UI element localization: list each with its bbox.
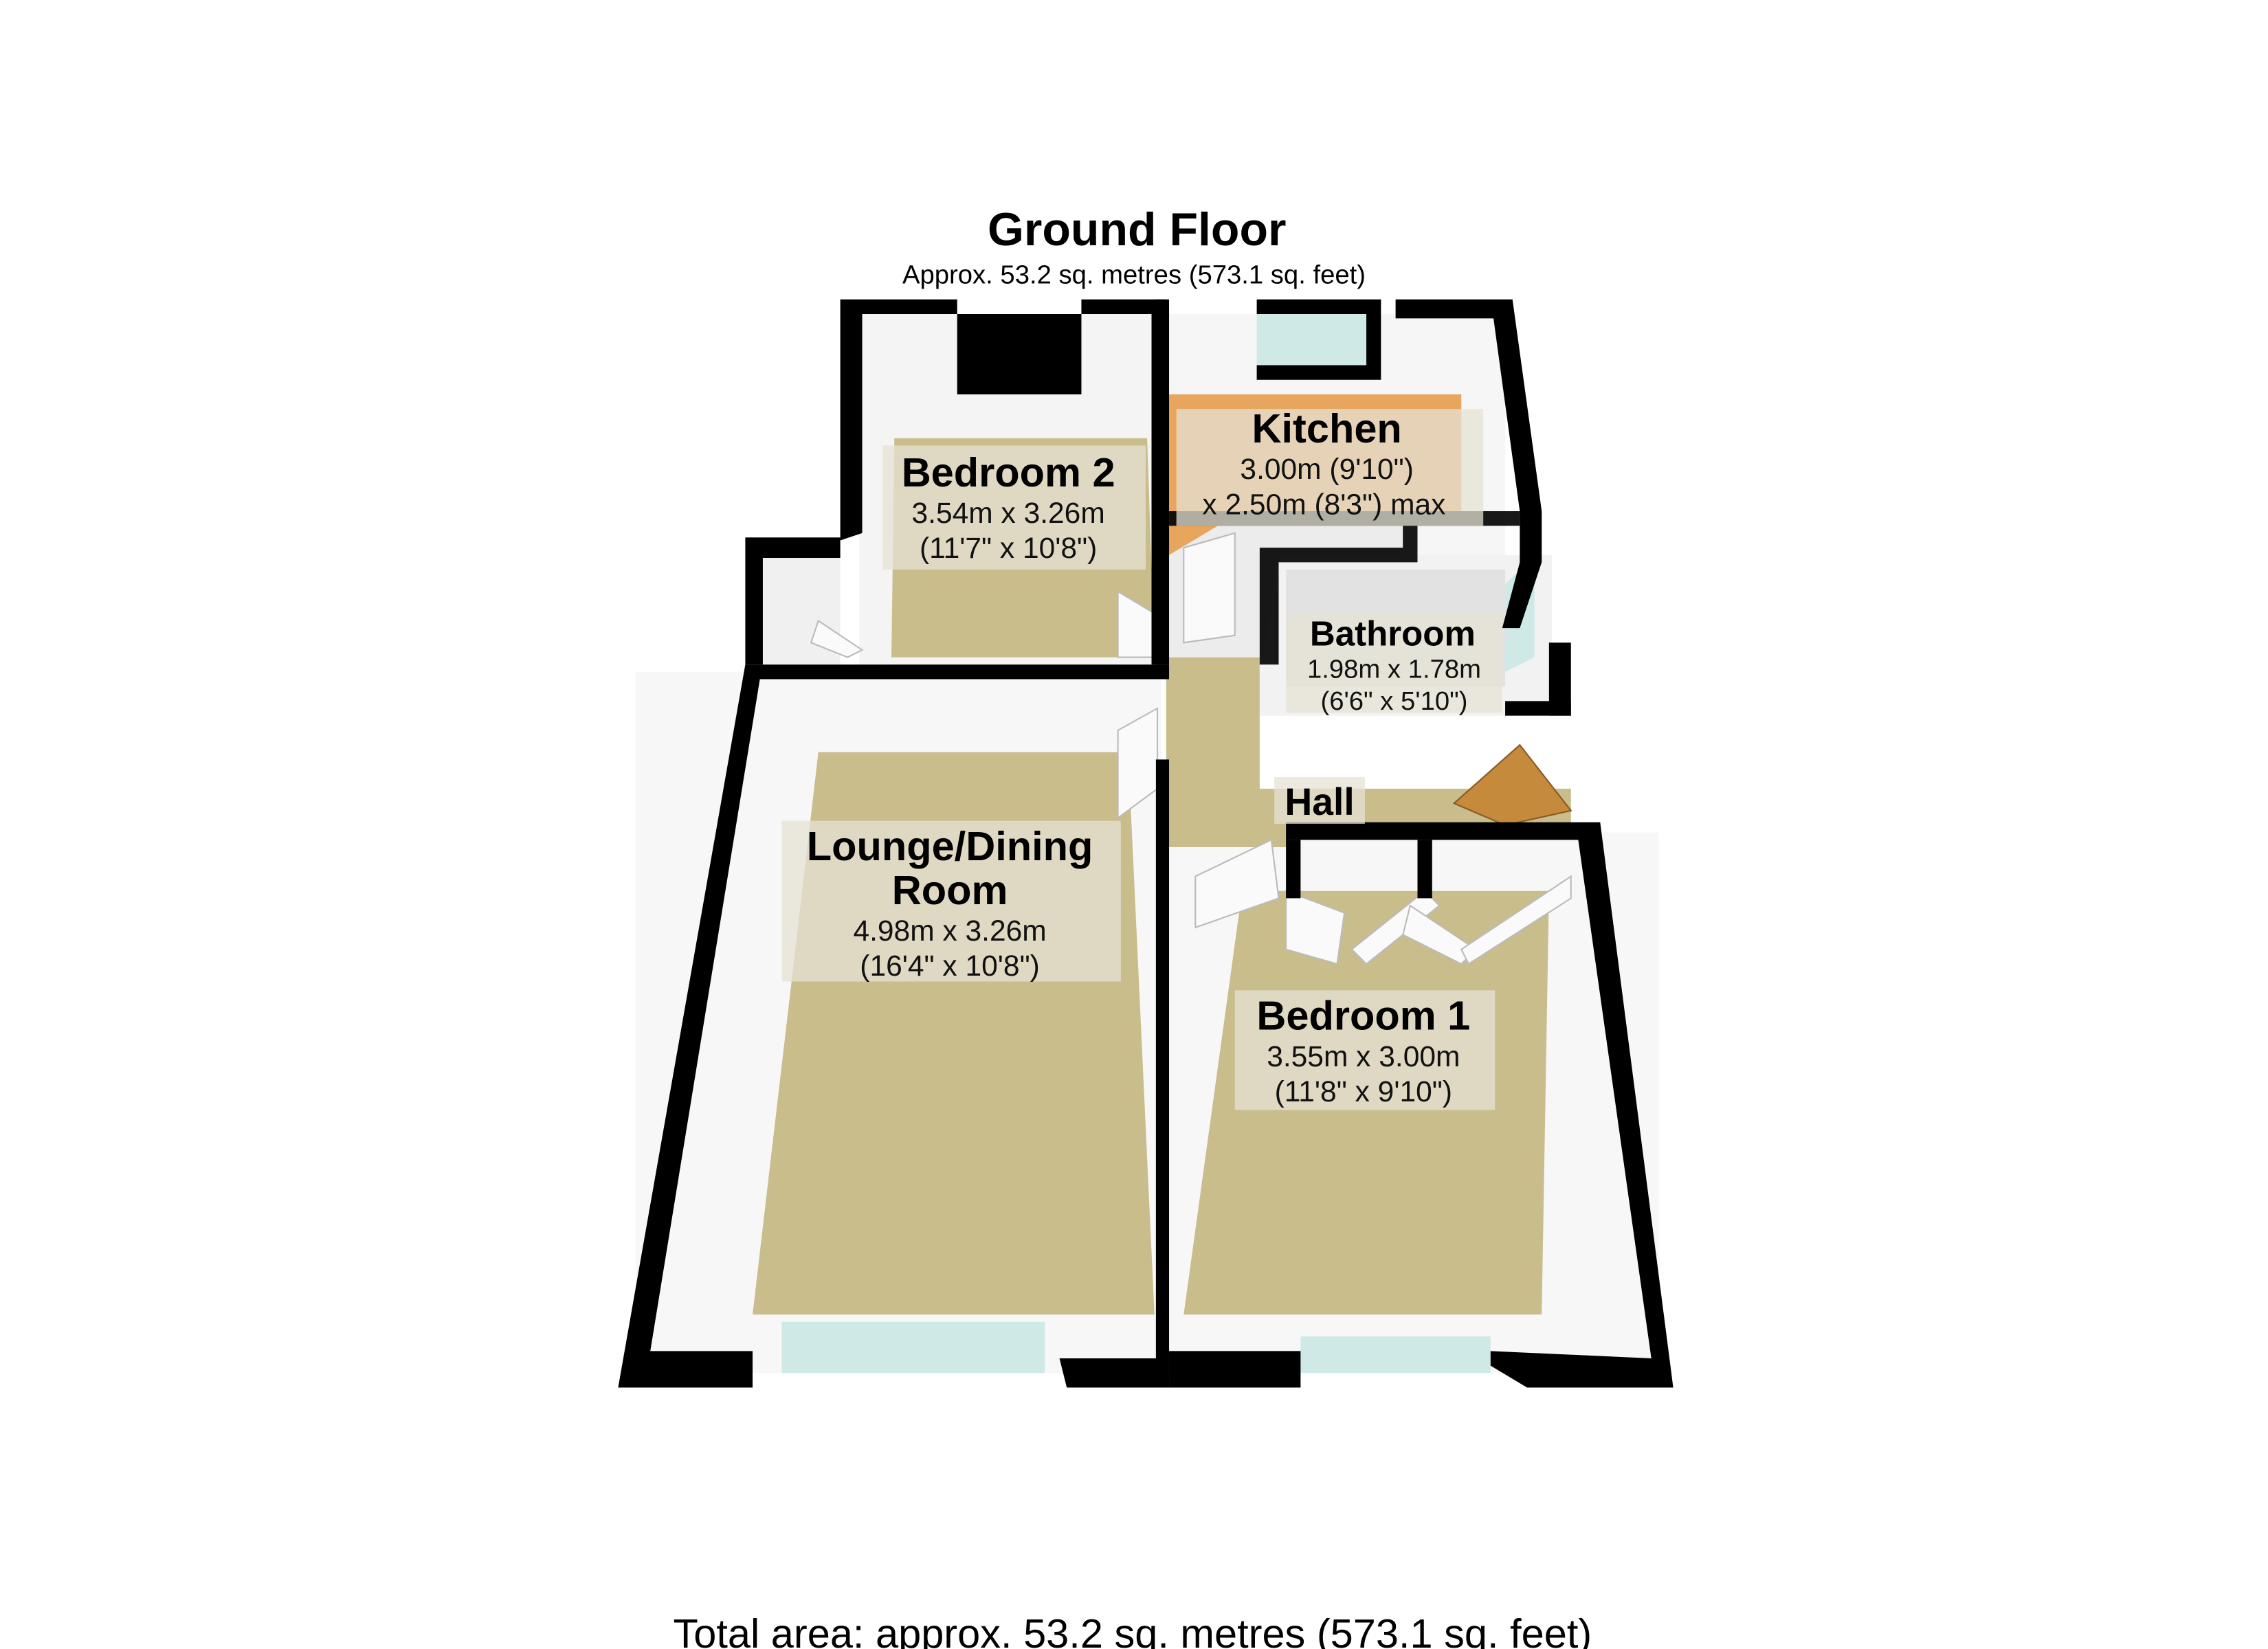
doors [810, 532, 1572, 965]
svg-text:Bedroom 2: Bedroom 2 [902, 449, 1115, 495]
svg-text:(16'4" x 10'8"): (16'4" x 10'8") [860, 950, 1040, 983]
svg-text:Bedroom 1: Bedroom 1 [1256, 993, 1470, 1039]
svg-text:x 2.50m (8'3") max: x 2.50m (8'3") max [1202, 489, 1445, 521]
walls [618, 299, 1674, 1388]
svg-text:3.55m x 3.00m: 3.55m x 3.00m [1267, 1041, 1460, 1073]
svg-text:3.00m (9'10"): 3.00m (9'10") [1240, 453, 1413, 486]
svg-text:(6'6" x 5'10"): (6'6" x 5'10") [1320, 686, 1467, 716]
svg-text:Hall: Hall [1285, 781, 1354, 823]
svg-text:Room: Room [892, 867, 1008, 913]
door-bedroom1 [1194, 838, 1280, 929]
room-label-hall: Hall [1274, 776, 1365, 824]
svg-text:Lounge/Dining: Lounge/Dining [807, 823, 1093, 869]
total-area: Total area: approx. 53.2 sq. metres (573… [674, 1611, 1592, 1649]
svg-text:1.98m x 1.78m: 1.98m x 1.78m [1307, 654, 1481, 684]
room-label-bathroom: Bathroom 1.98m x 1.78m (6'6" x 5'10") [1286, 613, 1502, 716]
svg-text:Kitchen: Kitchen [1252, 405, 1402, 451]
room-label-bedroom2: Bedroom 2 3.54m x 3.26m (11'7" x 10'8") [882, 445, 1146, 570]
floor-title: Ground Floor [988, 203, 1287, 256]
svg-text:3.54m x 3.26m: 3.54m x 3.26m [912, 497, 1105, 530]
svg-text:4.98m x 3.26m: 4.98m x 3.26m [853, 915, 1046, 947]
door-kitchen [1183, 532, 1236, 644]
room-label-lounge: Lounge/Dining Room 4.98m x 3.26m (16'4" … [781, 820, 1121, 983]
svg-text:Bathroom: Bathroom [1310, 614, 1476, 653]
room-label-kitchen: Kitchen 3.00m (9'10") x 2.50m (8'3") max [1176, 405, 1484, 526]
svg-text:(11'7" x 10'8"): (11'7" x 10'8") [920, 532, 1097, 565]
floor-area-subtitle: Approx. 53.2 sq. metres (573.1 sq. feet) [902, 260, 1366, 289]
room-label-bedroom1: Bedroom 1 3.55m x 3.00m (11'8" x 9'10") [1234, 990, 1496, 1110]
svg-text:(11'8" x 9'10"): (11'8" x 9'10") [1275, 1076, 1452, 1108]
door-closet [810, 619, 864, 658]
front-door [1452, 743, 1572, 827]
